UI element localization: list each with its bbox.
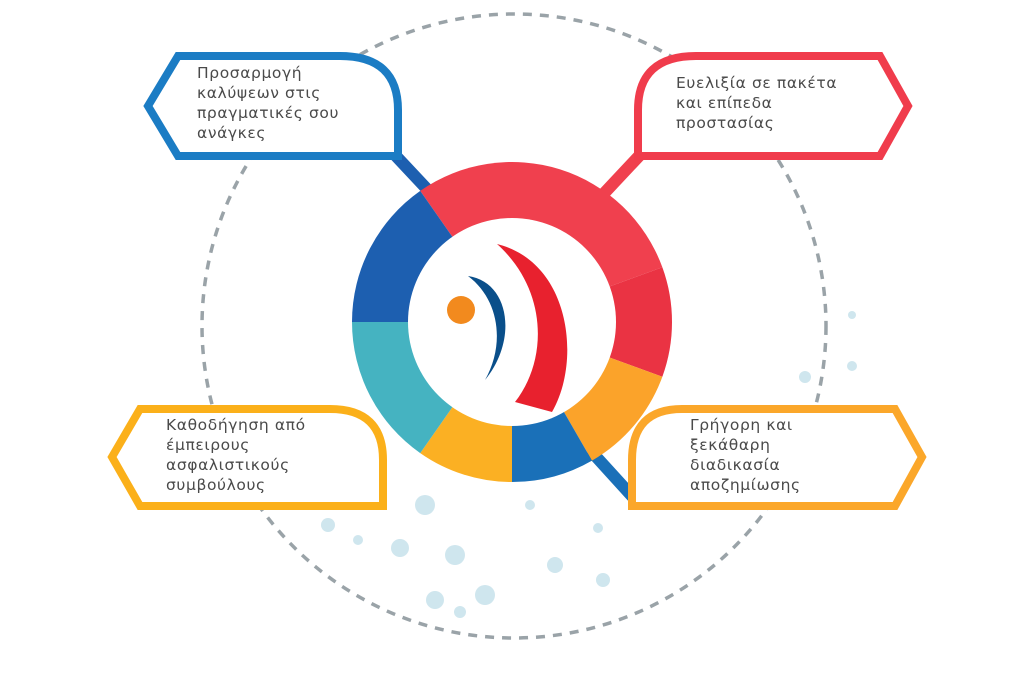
dashed-orbit [200,12,828,640]
label-line: διαδικασία [690,456,781,474]
label-line: καλύψεων στις [197,84,321,102]
feature-label-bl: Καθοδήγηση από έμπειρους ασφαλιστικούς σ… [166,415,306,495]
label-line: συμβούλους [166,476,266,494]
label-line: Γρήγορη και [690,416,793,434]
brand-logo [447,244,568,412]
feature-box-bl-frame [107,405,387,510]
feature-box-tl-frame [143,52,402,160]
feature-label-tl: Προσαρμογή καλύψεων στις πραγματικές σου… [197,63,339,143]
decorative-bubbles [321,311,857,618]
label-line: πραγματικές σου [197,104,340,122]
label-line: Προσαρμογή [197,64,303,82]
label-line: Καθοδήγηση από [166,416,306,434]
label-line: έμπειρους [166,436,250,454]
label-line: ανάγκες [197,124,267,142]
label-line: ασφαλιστικούς [166,456,290,474]
label-line: αποζημίωσης [690,476,801,494]
label-line: προστασίας [676,114,775,132]
label-line: και επίπεδα [676,94,773,112]
feature-box-br-frame [628,405,927,510]
label-line: ξεκάθαρη [690,436,771,454]
box-shapes [107,52,927,510]
feature-label-tr: Ευελιξία σε πακέτα και επίπεδα προστασία… [676,73,837,133]
label-line: Ευελιξία σε πακέτα [676,74,838,92]
feature-box-tr-frame [634,52,913,160]
feature-label-br: Γρήγορη και ξεκάθαρη διαδικασία αποζημίω… [690,415,801,495]
